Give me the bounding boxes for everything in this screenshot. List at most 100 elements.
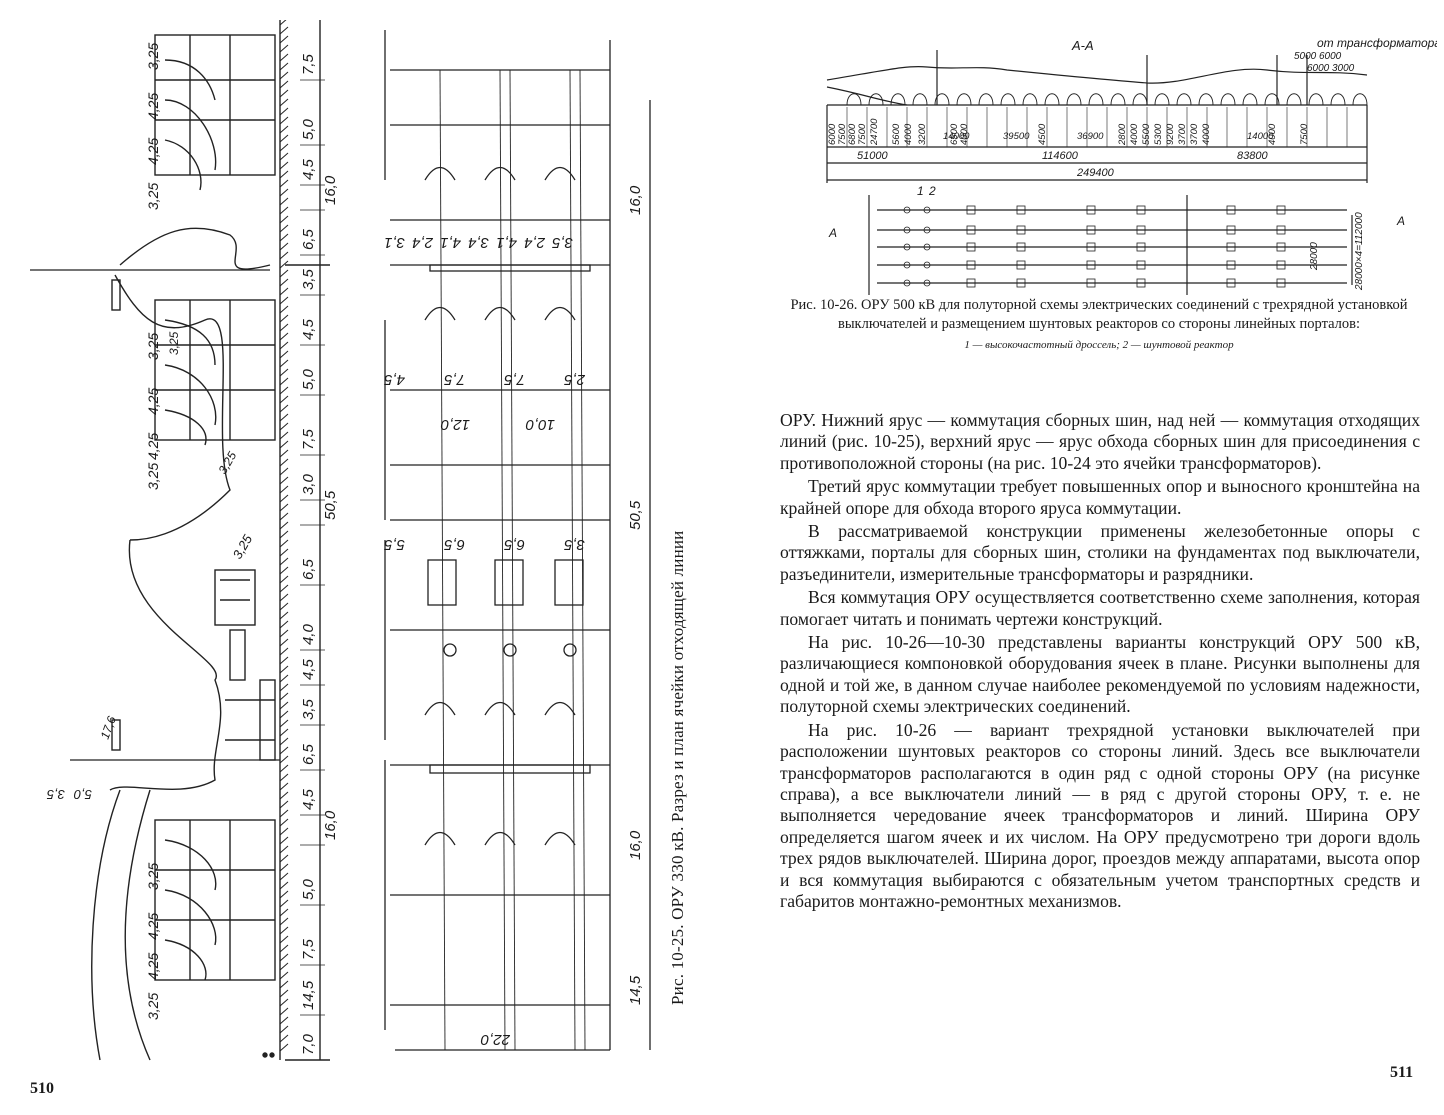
section-side-label: 4,25 xyxy=(145,953,161,980)
breaker-symbol xyxy=(966,225,976,235)
equipment-symbol xyxy=(1198,93,1214,106)
plan-dimension-row-d: 3,5 xyxy=(563,536,585,553)
figure-10-25-caption: Рис. 10-25. ОРУ 330 кВ. Разрез и план яч… xyxy=(668,530,687,1005)
plan-label-112000: 28000×4=112000 xyxy=(1354,212,1365,291)
breaker-symbol xyxy=(1226,278,1236,288)
breaker-symbol xyxy=(1086,225,1096,235)
equipment-symbol xyxy=(1110,93,1126,106)
total-dimension: 249400 xyxy=(1076,167,1115,179)
equipment-symbol xyxy=(912,93,928,106)
lower-dimension: 24700 xyxy=(869,118,880,146)
equipment-symbol xyxy=(846,93,862,106)
section-label-3-5: 3,5 xyxy=(46,787,65,802)
section-label-5-0: 5,0 xyxy=(73,787,92,802)
figure-10-26-legend: 1 — высокочастотный дроссель; 2 — шунтов… xyxy=(964,339,1234,351)
section-side-label: 3,25 xyxy=(145,43,161,70)
plan-dimension-row-a: 4,1 xyxy=(440,234,461,251)
lower-dimension: 4000 xyxy=(959,123,970,145)
equipment-symbol xyxy=(1176,93,1192,106)
breaker-symbol xyxy=(1016,242,1026,252)
section-dimension: 7,0 xyxy=(300,1033,317,1055)
lower-dimension: 4000 xyxy=(1129,123,1140,145)
breaker-symbol xyxy=(966,242,976,252)
section-side-label: 4,25 xyxy=(145,388,161,415)
breaker-symbol xyxy=(1016,225,1026,235)
section-dimension: 4,5 xyxy=(300,158,317,180)
breaker-symbol xyxy=(1276,225,1286,235)
breaker-symbol xyxy=(1016,205,1026,215)
plan-label-28000: 28000 xyxy=(1309,242,1320,271)
lower-dimension: 5600 xyxy=(891,123,902,145)
breaker-symbol xyxy=(1086,278,1096,288)
plan-dimension-row-d: 6,5 xyxy=(503,536,525,553)
from-transformer-label: от трансформатора xyxy=(1317,36,1437,50)
breaker-symbol xyxy=(1086,260,1096,270)
section-dimension: 6,5 xyxy=(300,743,317,765)
section-dimension: 5,0 xyxy=(300,368,317,390)
section-label-17-6: 17,6 xyxy=(98,714,119,741)
breaker-symbol xyxy=(1086,205,1096,215)
section-dimension: 7,5 xyxy=(300,938,317,960)
section-side-label: 4,25 xyxy=(145,138,161,165)
lower-dimension: 3700 xyxy=(1177,123,1188,145)
lower-dimension: 4500 xyxy=(1037,123,1048,145)
equipment-symbol xyxy=(1132,93,1148,106)
plan-dimension-right: 16,0 xyxy=(627,185,644,215)
plan-dimension-row-c: 10,0 xyxy=(525,416,555,433)
lower-dimension: 7500 xyxy=(1299,123,1310,145)
equipment-symbol xyxy=(1022,93,1038,106)
breaker-symbol xyxy=(1226,260,1236,270)
equipment-symbol xyxy=(1242,93,1258,106)
equipment-symbol xyxy=(978,93,994,106)
plan-dimension-row-d: 6,5 xyxy=(443,536,465,553)
equipment-symbol xyxy=(1066,93,1082,106)
plan-dimension-right: 14,5 xyxy=(627,975,644,1005)
top-dimension: 3000 xyxy=(1332,63,1355,74)
section-drawing: 7,55,04,516,06,53,54,55,07,53,050,56,54,… xyxy=(30,20,339,1061)
lower-dimension: 14000 xyxy=(1247,131,1274,142)
plan-dimension-row-c: 12,0 xyxy=(440,416,470,433)
disconnector-symbol xyxy=(484,701,516,716)
breaker-symbol xyxy=(1276,242,1286,252)
disconnector-symbol xyxy=(424,306,456,321)
top-dimension: 6000 xyxy=(1319,51,1342,62)
section-side-label: 4,25 xyxy=(145,93,161,120)
equipment-symbol xyxy=(1264,93,1280,106)
lower-dimension: 7500 xyxy=(837,123,848,145)
equipment-symbol xyxy=(956,93,972,106)
figure-10-26-caption: Рис. 10-26. ОРУ 500 кВ для полуторной сх… xyxy=(780,296,1418,355)
section-side-label: 3,25 xyxy=(145,333,161,360)
disconnector-symbol xyxy=(544,831,576,846)
top-dimension: 5000 xyxy=(1294,51,1317,62)
plan-dimension-row-b: 7,5 xyxy=(503,371,525,388)
lower-dimension: 9200 xyxy=(1165,123,1176,145)
section-side-label: 4,25 xyxy=(145,913,161,940)
equipment-symbol xyxy=(1154,93,1170,106)
plan-dimension-right: 16,0 xyxy=(627,830,644,860)
breaker-symbol xyxy=(1136,278,1146,288)
body-text: ОРУ. Нижний ярус — коммутация сборных ши… xyxy=(780,410,1420,914)
lower-dimension: 6800 xyxy=(847,123,858,145)
breaker-symbol xyxy=(1136,242,1146,252)
section-dimension: 6,5 xyxy=(300,558,317,580)
disconnector-symbol xyxy=(484,166,516,181)
lower-dimension: 6000 xyxy=(827,123,838,145)
equipment-symbol xyxy=(1220,93,1236,106)
equipment-symbol xyxy=(890,93,906,106)
disconnector-symbol xyxy=(544,701,576,716)
section-dimension: 3,0 xyxy=(300,473,317,495)
section-side-label: 3,25 xyxy=(145,183,161,210)
breaker-symbol xyxy=(966,278,976,288)
section-dimension: 50,5 xyxy=(322,490,339,520)
section-label-3-25-b: 3,25 xyxy=(215,449,239,477)
equipment-symbol xyxy=(1000,93,1016,106)
disconnector-symbol xyxy=(424,831,456,846)
section-label-3-25-a: 3,25 xyxy=(167,331,181,355)
plan-dimension-row-b: 2,5 xyxy=(563,371,586,388)
lower-dimension: 4000 xyxy=(903,123,914,145)
total-dimension: 114600 xyxy=(1042,150,1079,162)
equipment-symbol xyxy=(1330,93,1346,106)
reactor-symbol xyxy=(903,279,911,287)
